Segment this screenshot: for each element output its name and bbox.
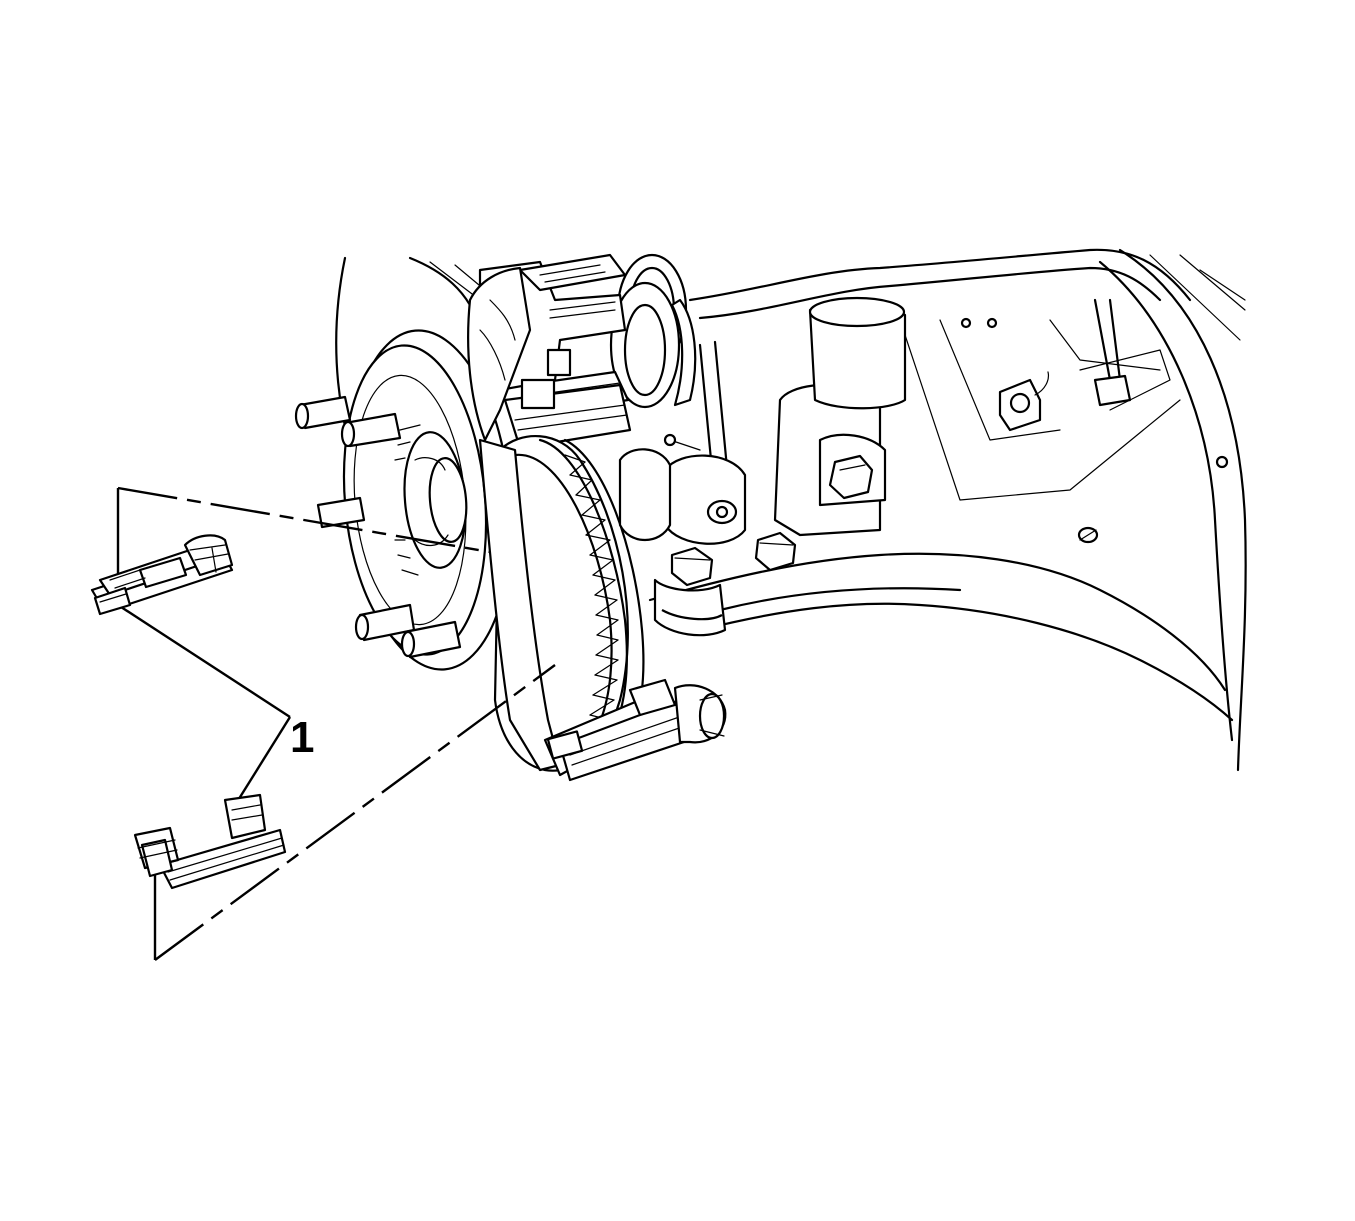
installed-pad-bracket [478, 438, 727, 782]
pad-retaining-clip-lower [133, 793, 287, 890]
leader-lines [116, 486, 556, 961]
wheel-studs [294, 395, 462, 659]
lower-control-arm-frame [648, 248, 1247, 772]
control-arm-bushing [773, 296, 907, 537]
pad-retaining-clip-upper [90, 534, 234, 616]
upper-steering-knuckle [467, 266, 727, 637]
stabilizer-link [663, 340, 747, 545]
upper-ball-joint [609, 253, 697, 409]
callout-label-1: 1 [290, 713, 314, 762]
